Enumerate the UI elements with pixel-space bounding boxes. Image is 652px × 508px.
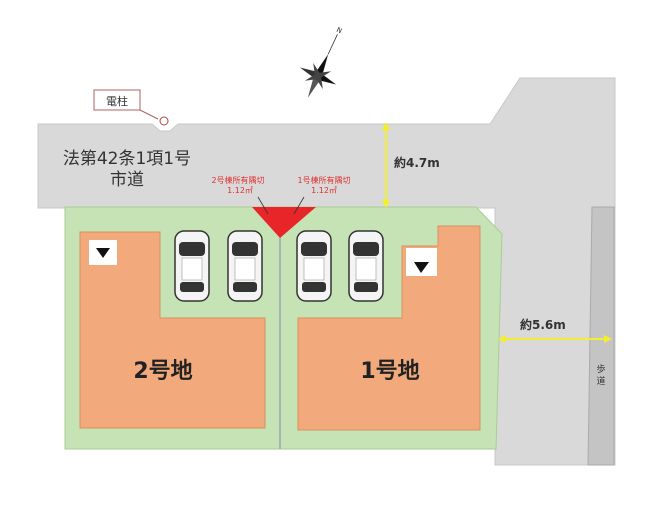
car-icon bbox=[348, 230, 384, 302]
corner-cut-2-area: 1.12㎡ bbox=[227, 186, 253, 195]
entrance-arrow-icon bbox=[414, 262, 429, 273]
compass-north-label: N bbox=[335, 26, 343, 35]
sidewalk-label-2: 道 bbox=[596, 375, 605, 387]
arrow-head-icon bbox=[382, 200, 390, 208]
arrow-head-icon bbox=[498, 335, 506, 343]
lot-2-label: 2号地 bbox=[133, 359, 192, 384]
entrance-arrow-icon bbox=[96, 248, 110, 258]
compass-icon: N bbox=[299, 26, 343, 98]
utility-pole-label: 電柱 bbox=[106, 94, 128, 108]
arrow-head-icon bbox=[604, 335, 612, 343]
utility-pole-label-box bbox=[93, 89, 141, 111]
corner-cut-1-title: 1号棟所有隅切 bbox=[297, 175, 350, 185]
utility-pole-icon bbox=[159, 116, 169, 126]
sidewalk-label-1: 歩 bbox=[596, 363, 605, 375]
road-width-right: 約5.6m bbox=[520, 317, 566, 332]
leader-line bbox=[293, 196, 305, 215]
parking-cars bbox=[174, 230, 384, 302]
sidewalk bbox=[587, 206, 615, 466]
lot-1-label: 1号地 bbox=[360, 359, 419, 384]
car-icon bbox=[296, 230, 332, 302]
car-icon bbox=[227, 230, 263, 302]
corner-cut-2 bbox=[252, 207, 280, 238]
car-icon bbox=[174, 230, 210, 302]
building-lot-1 bbox=[297, 225, 481, 431]
road-width-top: 約4.7m bbox=[394, 155, 440, 170]
leader-line bbox=[257, 196, 269, 215]
corner-cut-1 bbox=[280, 207, 316, 238]
arrow-head-icon bbox=[382, 122, 390, 130]
road-label-line1: 法第42条1項1号 bbox=[63, 149, 191, 169]
corner-cut-1-area: 1.12㎡ bbox=[311, 186, 337, 195]
road-top bbox=[37, 77, 616, 466]
road-label-line2: 市道 bbox=[110, 170, 144, 190]
building-lot-2 bbox=[79, 231, 266, 429]
leader-line bbox=[139, 109, 159, 120]
corner-cut-2-title: 2号棟所有隅切 bbox=[211, 175, 264, 185]
